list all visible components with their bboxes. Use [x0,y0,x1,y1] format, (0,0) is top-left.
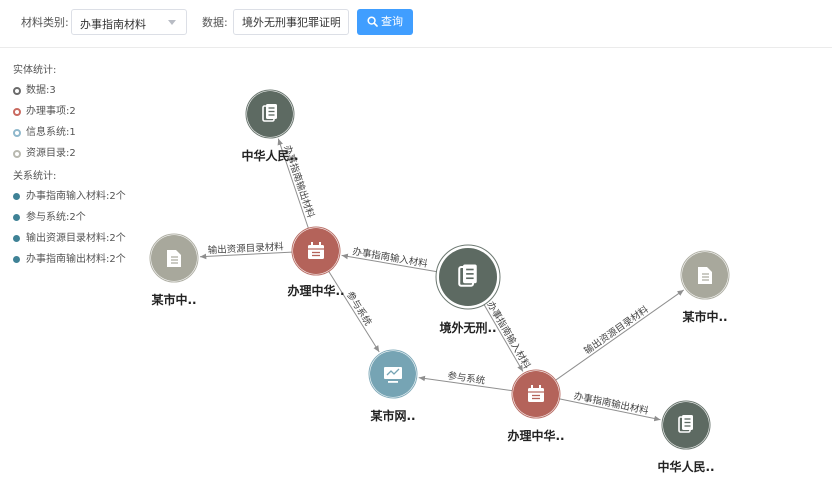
relation-stat-item: 办事指南输出材料:2个 [13,253,126,274]
relation-stats-title: 关系统计: [13,171,57,182]
relation-stat-label: 办事指南输出材料:2个 [26,254,126,265]
graph-node-label: 境外无刑.. [439,320,496,335]
graph-node-system[interactable]: 某市网.. [368,349,418,423]
graph-node-catalog-right[interactable]: 某市中.. [680,250,730,324]
relation-edge-label: 办事指南输入材料 [484,299,533,371]
graph-node-label: 某市网.. [370,408,415,423]
relation-stat-label: 输出资源目录材料:2个 [26,233,126,244]
entity-stat-marker [13,150,21,158]
relation-edge[interactable] [555,289,685,381]
relation-edge[interactable] [559,398,661,422]
graph-node-label: 办理中华.. [507,428,564,443]
toolbar: 材料类别: 办事指南材料 数据: 查询 [0,0,832,48]
document-icon [678,415,693,433]
graph-node-data-top[interactable]: 中华人民.. [241,89,299,163]
entity-stat-marker [13,87,21,95]
relation-edge[interactable] [277,138,309,229]
entity-stat-item: 数据:3 [13,84,126,105]
relation-edge[interactable] [199,251,293,260]
graph-node-label: 某市中.. [151,292,196,307]
entity-stat-marker [13,108,21,116]
relation-stat-item: 办事指南输入材料:2个 [13,190,126,211]
graph-node-matter-1[interactable]: 办理中华.. [287,226,345,298]
query-button[interactable]: 查询 [357,9,413,35]
entity-stat-item: 资源目录:2 [13,147,126,168]
graph-node-matter-2[interactable]: 办理中华.. [507,369,565,443]
relation-edge-label: 参与系统 [344,289,375,328]
query-button-label: 查询 [381,15,403,28]
entity-stat-item: 信息系统:1 [13,126,126,147]
relation-edge[interactable] [483,304,524,372]
entity-stats-title: 实体统计: [13,65,57,76]
category-label: 材料类别: [21,16,69,29]
folder-icon [167,250,181,267]
entity-stat-label: 信息系统:1 [26,127,76,138]
relation-stat-marker [13,214,20,221]
document-icon [262,104,277,122]
relation-stats-list: 办事指南输入材料:2个参与系统:2个输出资源目录材料:2个办事指南输出材料:2个 [13,190,126,274]
category-select-value: 办事指南材料 [80,18,146,31]
calendar-icon [308,242,324,259]
relation-edge[interactable] [418,375,513,392]
relation-stat-marker [13,256,20,263]
search-icon [367,15,378,27]
relation-stat-label: 参与系统:2个 [26,212,86,223]
calendar-icon [528,385,544,402]
folder-icon [698,267,712,284]
category-select[interactable]: 办事指南材料 [71,9,187,35]
graph-node-label: 中华人民.. [241,148,298,163]
data-label: 数据: [202,16,228,29]
data-input[interactable] [233,9,349,35]
relation-edge-label: 输出资源目录材料 [582,303,651,357]
entity-stat-label: 数据:3 [26,85,56,96]
graph-node-label: 办理中华.. [287,283,344,298]
relation-stat-marker [13,193,20,200]
graph-node-catalog-left[interactable]: 某市中.. [149,233,199,307]
chevron-down-icon[interactable] [168,20,176,25]
relation-stat-marker [13,235,20,242]
graph-node-label: 某市中.. [682,309,727,324]
relation-stat-label: 办事指南输入材料:2个 [26,191,126,202]
relation-stat-item: 参与系统:2个 [13,211,126,232]
entity-stat-label: 资源目录:2 [26,148,76,159]
relation-edge-label: 办事指南输出材料 [573,390,650,417]
entity-stat-label: 办理事项:2 [26,106,76,117]
entity-stat-marker [13,129,21,137]
document-icon [458,264,477,287]
relation-stat-item: 输出资源目录材料:2个 [13,232,126,253]
graph-node-label: 中华人民.. [657,459,714,474]
monitor-icon [384,367,402,383]
entity-stat-item: 办理事项:2 [13,105,126,126]
graph-node-data-bottom[interactable]: 中华人民.. [657,400,715,474]
relation-edge[interactable] [341,253,437,273]
relation-edge-label: 参与系统 [447,370,487,387]
graph-node-center[interactable]: 境外无刑.. [435,244,501,335]
entity-stats-list: 数据:3 办理事项:2 信息系统:1 资源目录:2 [13,84,126,168]
statistics-panel: 实体统计: 数据:3 办理事项:2 信息系统:1 资源目录:2 关系统计: 办事指南输… [13,64,126,274]
relation-edge-label: 输出资源目录材料 [207,241,284,257]
relation-edge-label: 办事指南输入材料 [352,245,429,270]
relation-edge[interactable] [328,271,380,353]
